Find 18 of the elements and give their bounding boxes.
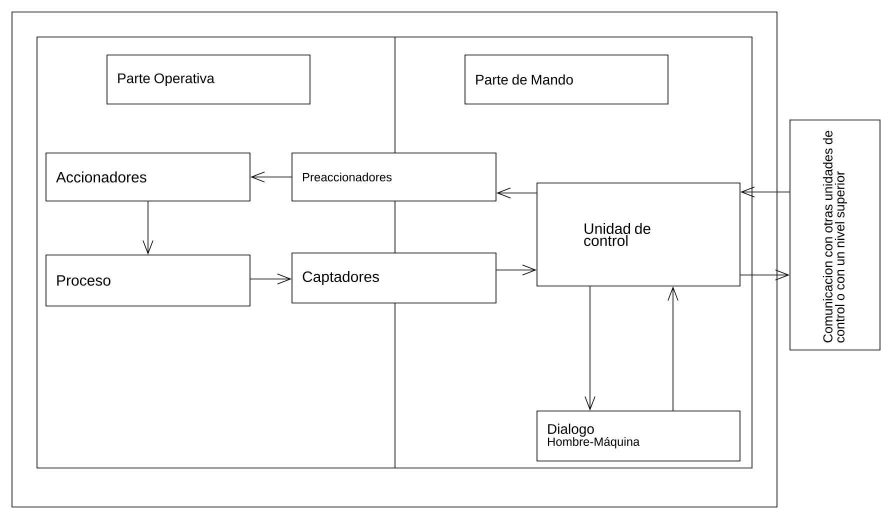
note-box: Comunicacion con otras unidades de control o con un nivel superior <box>790 120 880 350</box>
heading-box: Parte Operativa <box>106 54 310 104</box>
control-box: Unidad de control <box>536 182 740 286</box>
arrow <box>740 186 790 198</box>
arrow <box>740 270 790 280</box>
arrow <box>668 286 678 411</box>
dialog-box: Dialogo Hombre-Máquina <box>536 410 740 462</box>
arrow <box>496 264 537 276</box>
process-box: Captadores <box>292 252 496 304</box>
process-box: Preaccionadores <box>292 152 496 202</box>
arrow <box>250 172 292 182</box>
arrow <box>142 201 154 255</box>
arrow <box>584 286 596 411</box>
arrow <box>250 274 292 284</box>
heading-box: Parte de Mando <box>464 54 668 104</box>
arrow <box>496 188 537 198</box>
process-box: Accionadores <box>46 152 250 202</box>
process-box: Proceso <box>46 254 250 306</box>
